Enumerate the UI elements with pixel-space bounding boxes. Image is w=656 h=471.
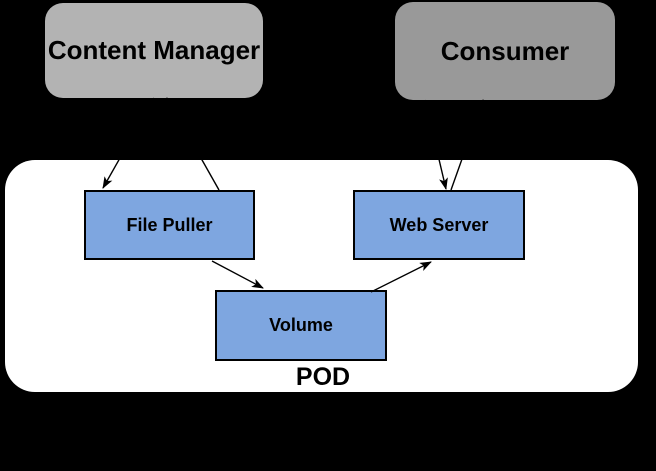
node-web-server-label: Web Server (389, 214, 489, 235)
node-file-puller-label: File Puller (126, 214, 213, 235)
node-volume-label: Volume (269, 315, 333, 335)
node-content-manager-label: Content Manager (47, 35, 261, 65)
node-content-manager: Content Manager (45, 3, 263, 98)
node-file-puller: File Puller (84, 190, 255, 260)
pod-label: POD (295, 363, 351, 391)
node-volume: Volume (215, 290, 387, 361)
node-consumer: Consumer (395, 2, 615, 100)
node-consumer-label: Consumer (440, 35, 570, 66)
node-web-server: Web Server (353, 190, 525, 260)
